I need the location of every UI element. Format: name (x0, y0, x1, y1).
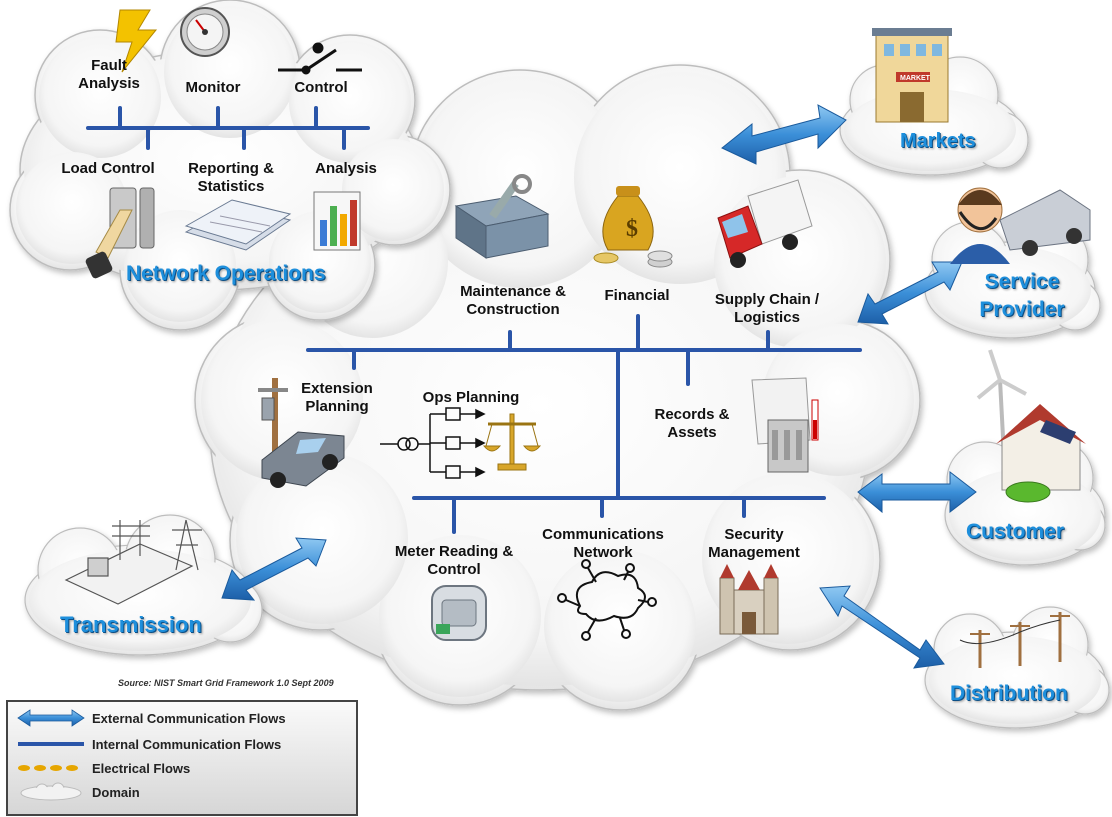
transformer-icon (751, 377, 819, 473)
customer-title: Customer (966, 520, 1065, 543)
pickup-truck-icon (261, 431, 345, 488)
security-management-label: Security Management (708, 526, 800, 561)
external-arrow-markets (721, 104, 847, 165)
financial-label: Financial (604, 287, 670, 304)
communications-network-label: Communications Network (542, 526, 664, 561)
truck-icon (717, 179, 813, 268)
network-cloud-icon (557, 559, 657, 641)
switch-icon (278, 42, 362, 75)
power-line-icon (959, 612, 1070, 668)
external-arrow-customer (857, 470, 977, 514)
legend: External Communication Flows Internal Co… (6, 700, 358, 816)
legend-electrical: Electrical Flows (16, 758, 190, 778)
external-arrow-distribution (819, 585, 945, 669)
toolbox-icon (454, 174, 550, 259)
meter-reading-control-label: Meter Reading & Control (394, 543, 514, 578)
control-label: Control (294, 79, 348, 96)
external-arrow-transmission (221, 537, 327, 601)
gauge-icon (180, 7, 230, 57)
lever-icon (85, 187, 155, 279)
internal-bus-upper (306, 314, 862, 500)
money-bag-icon: $ (593, 186, 673, 268)
electrical-dots-icon (18, 765, 78, 771)
meter-icon (431, 585, 487, 641)
service-provider-title: Service Provider (979, 270, 1065, 321)
domain-cloud-icon (20, 782, 82, 801)
ops-planning-diagram (380, 407, 486, 479)
source-caption: Source: NIST Smart Grid Framework 1.0 Se… (118, 678, 334, 688)
legend-external-label: External Communication Flows (92, 710, 286, 726)
fault-analysis-label: Fault Analysis (78, 57, 140, 92)
records-assets-label: Records & Assets (654, 406, 730, 441)
legend-internal: Internal Communication Flows (16, 734, 281, 754)
pole-transformer-icon (258, 378, 288, 452)
svg-text:MARKET: MARKET (900, 75, 931, 82)
transmission-title: Transmission (60, 612, 202, 637)
legend-domain-label: Domain (92, 784, 140, 800)
headset-agent-icon (950, 187, 1091, 264)
markets-title: Markets (900, 130, 976, 152)
monitor-label: Monitor (185, 79, 241, 96)
extension-planning-label: Extension Planning (301, 380, 373, 415)
internal-bus-network-ops (86, 106, 370, 150)
legend-external: External Communication Flows (16, 708, 286, 728)
legend-domain: Domain (16, 782, 140, 802)
svg-text:$: $ (626, 216, 638, 242)
legend-internal-label: Internal Communication Flows (92, 736, 282, 752)
document-stack-icon (184, 199, 292, 251)
castle-icon (719, 564, 779, 635)
house-windmill-icon (976, 349, 1086, 503)
internal-bus-lower (412, 496, 826, 534)
bar-chart-icon (313, 191, 361, 251)
maintenance-construction-label: Maintenance & Construction (460, 283, 566, 318)
internal-line-icon (18, 742, 84, 746)
substation-icon (64, 519, 202, 605)
ops-planning-label: Ops Planning (422, 389, 520, 406)
legend-electrical-label: Electrical Flows (92, 760, 191, 776)
lightning-icon (115, 9, 158, 73)
external-arrow-icon (17, 709, 85, 727)
building-icon: MARKET (872, 28, 952, 123)
analysis-label: Analysis (315, 160, 377, 177)
scales-icon (482, 413, 542, 471)
network-operations-title: Network Operations (126, 262, 326, 285)
supply-chain-logistics-label: Supply Chain / Logistics (714, 291, 820, 326)
reporting-statistics-label: Reporting & Statistics (188, 160, 274, 195)
load-control-label: Load Control (61, 160, 155, 177)
distribution-title: Distribution (950, 682, 1068, 705)
